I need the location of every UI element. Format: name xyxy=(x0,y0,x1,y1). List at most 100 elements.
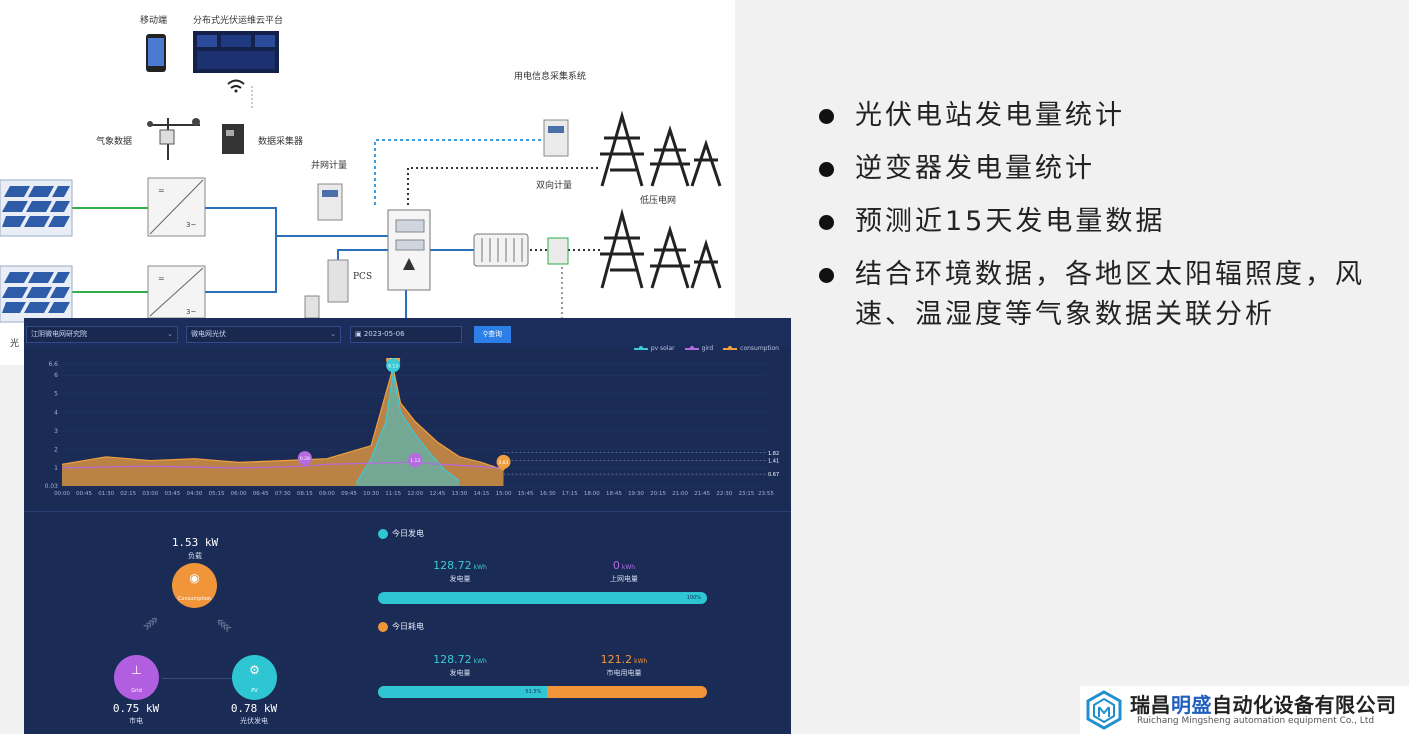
bullet-icon xyxy=(819,162,834,177)
today-use-grid-unit: kWh xyxy=(634,658,648,665)
x-tick-label: 21:45 xyxy=(694,491,710,497)
x-tick-label: 17:15 xyxy=(562,491,578,497)
svg-text:=: = xyxy=(158,274,165,283)
legend-item-pv[interactable]: pv solar xyxy=(633,345,675,352)
today-use-gen-label: 发电量 xyxy=(449,669,471,677)
today-gen-number: 128.72 xyxy=(433,559,472,572)
flow-arrows-icon: ‹‹‹‹ xyxy=(211,611,235,636)
x-tick-label: 06:45 xyxy=(253,491,269,497)
x-tick-label: 16:30 xyxy=(540,491,556,497)
x-tick-label: 03:45 xyxy=(164,491,180,497)
grid-value: 0.75 kW xyxy=(112,702,160,715)
today-use-gen-number: 128.72 xyxy=(433,653,472,666)
feature-item: 逆变器发电量统计 xyxy=(815,149,1395,189)
feature-text: 逆变器发电量统计 xyxy=(855,153,1095,184)
legend-item-consumption[interactable]: consumption xyxy=(723,345,779,352)
pv-caption: 光伏发电 xyxy=(240,717,268,725)
right-value-label: 0.67 xyxy=(768,472,779,478)
gen-progress-text: 100% xyxy=(686,595,701,601)
x-tick-label: 03:00 xyxy=(142,491,158,497)
x-tick-label: 12:00 xyxy=(407,491,423,497)
consumption-icon: ◉ xyxy=(189,571,200,585)
today-export-unit: kWh xyxy=(621,564,636,571)
data-point-label: 6.13 xyxy=(388,363,398,369)
site-select[interactable]: 江阴微电网研究院⌄ xyxy=(26,326,178,343)
x-tick-label: 15:00 xyxy=(496,491,512,497)
company-name: 瑞昌明盛自动化设备有限公司 xyxy=(1130,689,1397,718)
x-tick-label: 21:00 xyxy=(672,491,688,497)
x-tick-label: 20:15 xyxy=(650,491,666,497)
flow-arrows-icon: ›››› xyxy=(137,611,161,636)
solar-panel-icon xyxy=(0,179,73,237)
x-tick-label: 06:00 xyxy=(231,491,247,497)
solar-panel-icon xyxy=(0,265,73,323)
today-export-label: 上网电量 xyxy=(610,575,638,583)
mobile-phone-icon xyxy=(146,34,166,72)
site-select-value: 江阴微电网研究院 xyxy=(31,330,87,338)
grid-meter-label: 并网计量 xyxy=(311,161,348,171)
x-tick-label: 12:45 xyxy=(429,491,445,497)
pv-node[interactable]: ⚙ PV xyxy=(232,655,277,700)
today-use-title-text: 今日耗电 xyxy=(392,622,424,631)
x-tick-label: 14:15 xyxy=(474,491,490,497)
right-value-label: 1.82 xyxy=(768,451,779,457)
y-tick-label: 2 xyxy=(54,446,58,453)
today-use-gen-unit: kWh xyxy=(473,658,487,665)
y-tick-label: 1 xyxy=(54,465,58,472)
gen-progress-bar: 100% xyxy=(378,592,707,604)
system-select-value: 微电网光伏 xyxy=(191,330,226,338)
legend-label: pv solar xyxy=(650,345,675,352)
x-tick-label: 23:55 xyxy=(758,491,774,497)
grid-caption: 市电 xyxy=(129,717,143,725)
distribution-cabinet-icon xyxy=(387,209,431,291)
feature-item: 结合环境数据，各地区太阳辐照度，风速、温湿度等气象数据关联分析 xyxy=(815,255,1395,335)
feature-list: 光伏电站发电量统计 逆变器发电量统计 预测近15天发电量数据 结合环境数据，各地… xyxy=(815,96,1395,348)
hexagon-logo-icon xyxy=(1086,690,1122,730)
data-point-marker xyxy=(297,451,312,466)
grid-meter-icon xyxy=(317,183,343,221)
data-point-marker xyxy=(496,454,511,469)
system-select[interactable]: 微电网光伏⌄ xyxy=(186,326,341,343)
legend-swatch xyxy=(633,345,648,350)
today-use-grid-label: 市电用电量 xyxy=(606,669,642,677)
date-value: 2023-05-06 xyxy=(363,330,405,338)
y-tick-label: 6 xyxy=(54,372,58,379)
flow-line xyxy=(162,678,234,679)
y-tick-label: 3 xyxy=(54,428,58,435)
calendar-icon: ▣ xyxy=(355,330,364,338)
consumption-node[interactable]: ◉ Consumption xyxy=(172,563,217,608)
company-name-prefix: 瑞昌 xyxy=(1130,693,1171,717)
platform-label: 分布式光伏运维云平台 xyxy=(193,16,284,26)
legend-label: gird xyxy=(701,345,714,352)
x-tick-label: 22:30 xyxy=(716,491,732,497)
pv-value: 0.78 kW xyxy=(230,702,278,715)
grid-node[interactable]: ⊥ Grid xyxy=(114,655,159,700)
query-button[interactable]: ⚲查询 xyxy=(474,326,511,343)
bidirectional-meter-icon xyxy=(547,237,569,265)
x-tick-label: 08:15 xyxy=(297,491,313,497)
company-name-highlight: 明盛 xyxy=(1171,693,1212,717)
gear-icon xyxy=(378,528,388,539)
inverter-icon: =3~ xyxy=(147,177,206,237)
grid-node-label: Grid xyxy=(131,688,142,694)
today-use-grid-number: 121.2 xyxy=(600,653,633,666)
x-tick-label: 23:15 xyxy=(738,491,754,497)
date-input[interactable]: ▣ 2023-05-06 xyxy=(350,326,462,343)
x-tick-label: 00:00 xyxy=(54,491,70,497)
svg-text:3~: 3~ xyxy=(186,308,196,316)
wifi-icon xyxy=(227,79,245,93)
right-value-label: 1.41 xyxy=(768,458,779,464)
svg-text:3~: 3~ xyxy=(186,221,196,229)
collector-label: 数据采集器 xyxy=(258,137,304,147)
platform-screen-icon xyxy=(193,31,279,73)
x-tick-label: 19:30 xyxy=(628,491,644,497)
legend-item-grid[interactable]: gird xyxy=(684,345,714,352)
chart-legend: pv solar gird consumption xyxy=(626,345,779,352)
bidirectional-label: 双向计量 xyxy=(536,181,573,191)
transformer-icon xyxy=(473,233,529,267)
consumption-icon xyxy=(378,621,388,632)
